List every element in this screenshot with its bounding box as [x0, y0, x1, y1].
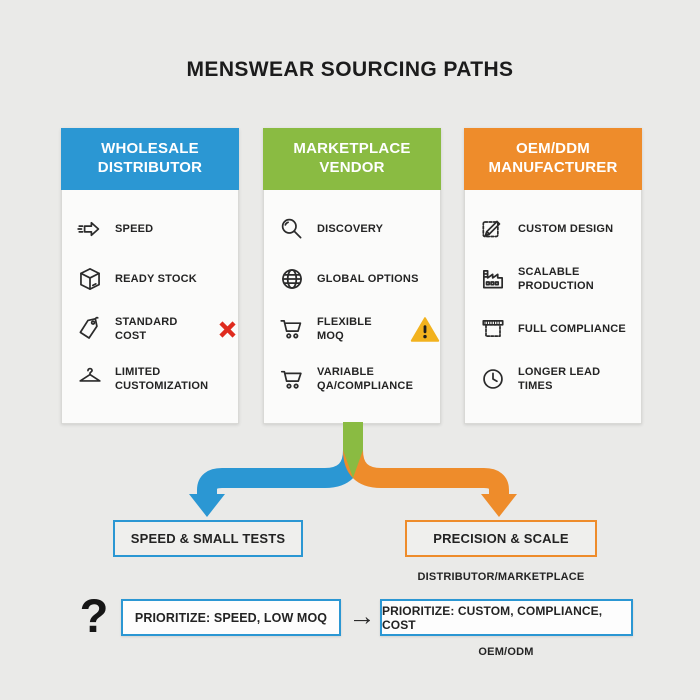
- list-item: DISCOVERY: [278, 204, 440, 254]
- item-label: LONGER LEAD TIMES: [518, 365, 601, 392]
- speed-icon: [76, 215, 104, 243]
- factory-icon: [479, 265, 507, 293]
- decision-box-custom-compliance-cost: PRIORITIZE: CUSTOM, COMPLIANCE, COST: [380, 599, 633, 636]
- fabric-icon: [479, 315, 507, 343]
- orange-flow-arrow: [343, 424, 509, 496]
- list-item: LONGER LEAD TIMES: [479, 354, 641, 404]
- right-arrow-icon: →: [348, 601, 376, 631]
- custom-design-icon: [479, 215, 507, 243]
- card-body-marketplace-vendor: DISCOVERY GLOBAL OPTIONS FLEXIBLE: [264, 191, 440, 404]
- card-header-oem-ddm-manufacturer: OEM/DDM MANUFACTURER: [464, 128, 642, 190]
- blue-arrowhead: [189, 494, 225, 517]
- price-tag-icon: [76, 315, 104, 343]
- item-label: SPEED: [115, 222, 154, 235]
- orange-arrowhead: [481, 494, 517, 517]
- outcome-speed-small-tests: SPEED & SMALL TESTS: [113, 520, 303, 557]
- item-label: STANDARD COST: [115, 315, 178, 342]
- card-marketplace-vendor: MARKETPLACE VENDOR DISCOVERY GLOBAL: [263, 128, 441, 424]
- globe-icon: [278, 265, 306, 293]
- list-item: SCALABLE PRODUCTION: [479, 254, 641, 304]
- item-label: FULL COMPLIANCE: [518, 322, 626, 335]
- label-distributor-marketplace: DISTRIBUTOR/MARKETPLACE: [417, 571, 585, 583]
- cart-icon: [278, 365, 306, 393]
- item-label: READY STOCK: [115, 272, 197, 285]
- item-label: FLEXIBLE MOQ: [317, 315, 372, 342]
- list-item: FLEXIBLE MOQ: [278, 304, 440, 354]
- magnifier-icon: [278, 215, 306, 243]
- list-item: CUSTOM DESIGN: [479, 204, 641, 254]
- package-icon: [76, 265, 104, 293]
- list-item: VARIABLE QA/COMPLIANCE: [278, 354, 440, 404]
- list-item: LIMITED CUSTOMIZATION: [76, 354, 238, 404]
- outcome-precision-scale: PRECISION & SCALE: [405, 520, 597, 557]
- card-header-marketplace-vendor: MARKETPLACE VENDOR: [263, 128, 441, 190]
- list-item: STANDARD COST: [76, 304, 238, 354]
- clock-icon: [479, 365, 507, 393]
- item-label: DISCOVERY: [317, 222, 384, 235]
- page-title: MENSWEAR SOURCING PATHS: [186, 58, 514, 81]
- item-label: GLOBAL OPTIONS: [317, 272, 419, 285]
- item-label: CUSTOM DESIGN: [518, 222, 614, 235]
- cart-icon: [278, 315, 306, 343]
- list-item: GLOBAL OPTIONS: [278, 254, 440, 304]
- card-wholesale-distributor: WHOLESALE DISTRIBUTOR SPEED READY STOCK: [61, 128, 239, 424]
- list-item: SPEED: [76, 204, 238, 254]
- item-label: SCALABLE PRODUCTION: [518, 265, 594, 292]
- hanger-icon: [76, 365, 104, 393]
- warning-icon: [410, 316, 440, 343]
- decision-box-speed-low-moq: PRIORITIZE: SPEED, LOW MOQ: [121, 599, 341, 636]
- question-mark: ?: [79, 589, 109, 642]
- item-label: LIMITED CUSTOMIZATION: [115, 365, 209, 392]
- card-header-wholesale-distributor: WHOLESALE DISTRIBUTOR: [61, 128, 239, 190]
- blue-flow-arrow: [197, 424, 363, 496]
- card-body-wholesale-distributor: SPEED READY STOCK STANDARD COST: [62, 191, 238, 404]
- green-stem: [343, 422, 363, 478]
- label-oem-odm: OEM/ODM: [478, 646, 534, 658]
- card-body-oem-ddm-manufacturer: CUSTOM DESIGN SCALABLE PRODUCTION: [465, 191, 641, 404]
- list-item: FULL COMPLIANCE: [479, 304, 641, 354]
- item-label: VARIABLE QA/COMPLIANCE: [317, 365, 414, 392]
- list-item: READY STOCK: [76, 254, 238, 304]
- cross-icon: [217, 319, 238, 340]
- card-oem-ddm-manufacturer: OEM/DDM MANUFACTURER CUSTOM DESIGN: [464, 128, 642, 424]
